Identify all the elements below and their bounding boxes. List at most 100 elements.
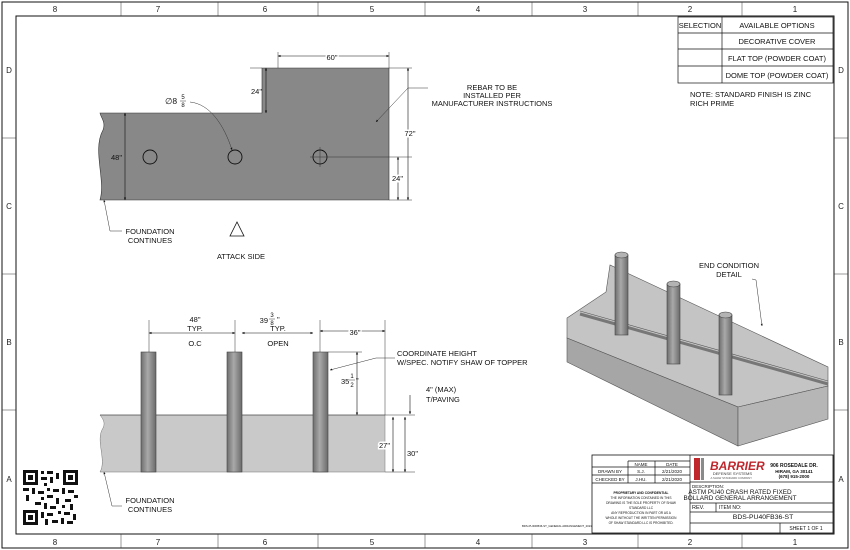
elev-dim-39-open: OPEN	[267, 339, 288, 348]
col-label-bottom-2: 2	[688, 538, 693, 547]
col-label-top-2: 2	[688, 5, 693, 14]
tb-description-label: DESCRIPTION:	[692, 484, 724, 489]
elev-dim-39-typ: TYP.	[270, 324, 286, 333]
elevation-post-1	[140, 351, 157, 473]
options-table: SELECTION AVAILABLE OPTIONS DECORATIVE C…	[677, 16, 834, 84]
iso-post-1	[614, 251, 629, 336]
attack-arrow-icon	[229, 221, 245, 237]
col-label-top-7: 7	[156, 5, 161, 14]
tb-col-name: NAME	[634, 462, 647, 467]
qr-code-icon	[22, 469, 79, 526]
tb-drawn-by-name: S.J.	[637, 469, 645, 474]
elev-dim-39: 39	[260, 316, 268, 325]
tb-confidential-3: DRAWING IS THE SOLE PROPERTY OF SHAW	[606, 501, 676, 505]
row-label-right-b: B	[838, 338, 843, 347]
tb-drawn-by-label: DRAWN BY	[598, 469, 622, 474]
iso-post-2	[666, 280, 681, 365]
tb-sheet: SHEET 1 OF 1	[789, 526, 822, 532]
tb-brand-tag: A SHAW STANDARD COMPANY	[711, 476, 753, 480]
row-label-left-d: D	[6, 66, 12, 75]
tb-address-2: HIRAM, GA 30141	[775, 469, 813, 474]
elev-dim-39-num: 3	[270, 313, 274, 319]
hole-dia-callout: ∅8	[165, 96, 177, 106]
plan-dim-60: 60"	[326, 53, 337, 62]
row-label-left-b: B	[6, 338, 11, 347]
plan-dim-48: 48"	[111, 153, 122, 162]
elev-dim-39-suffix: "	[277, 315, 280, 324]
elev-dim-35-num: 1	[350, 374, 354, 380]
end-condition-label-1: END CONDITION	[699, 261, 759, 270]
hole-dia-den: 8	[181, 103, 185, 109]
tb-checked-by-label: CHECKED BY	[595, 477, 624, 482]
options-header-selection: SELECTION	[679, 21, 722, 30]
height-note-line-2: W/SPEC. NOTIFY SHAW OF TOPPER	[397, 358, 528, 367]
iso-concrete-side	[737, 385, 829, 447]
col-label-bottom-4: 4	[476, 538, 481, 547]
col-label-bottom-1: 1	[793, 538, 798, 547]
plan-dim-72: 72"	[404, 129, 415, 138]
footer-small-print: BDS-PU40FB36-ST_GENERAL ARRANGEMENT_2021	[522, 524, 592, 528]
rebar-note-line-3: MANUFACTURER INSTRUCTIONS	[432, 99, 553, 108]
elev-dim-48: 48"	[189, 315, 200, 324]
col-label-bottom-3: 3	[583, 538, 588, 547]
elevation-view: 48" TYP. O.C 39 3 8 " TYP. OPEN 36" COOR…	[99, 313, 528, 514]
tb-checked-by-name: J.HU.	[635, 477, 646, 482]
finish-note-line-2: RICH PRIME	[690, 99, 734, 108]
elev-dim-35-suffix: "	[356, 376, 359, 385]
options-header-available: AVAILABLE OPTIONS	[739, 21, 814, 30]
iso-concrete-top	[566, 264, 829, 408]
height-note-line-1: COORDINATE HEIGHT	[397, 349, 477, 358]
option-flat-top: FLAT TOP (POWDER COAT)	[728, 54, 826, 63]
attack-side-label: ATTACK SIDE	[217, 252, 265, 261]
plan-hole-1	[142, 149, 158, 165]
finish-note-line-1: NOTE: STANDARD FINISH IS ZINC	[690, 90, 812, 99]
col-label-bottom-6: 6	[263, 538, 268, 547]
tb-item-no: BDS-PU40FB36-ST	[733, 514, 793, 521]
col-label-bottom-8: 8	[53, 538, 58, 547]
tb-col-date: DATE	[666, 462, 678, 467]
rebar-note-line-1: REBAR TO BE	[467, 83, 517, 92]
elev-dim-30: 30"	[407, 449, 418, 458]
tb-item-no-label: ITEM NO:	[719, 505, 741, 511]
col-label-top-3: 3	[583, 5, 588, 14]
row-label-left-a: A	[6, 475, 12, 484]
plan-dim-24-low: 24"	[392, 174, 403, 183]
plan-view: 60" 24" 72" 24" 48" ∅8 5 8 REBAR TO BE I…	[98, 52, 553, 261]
col-label-top-4: 4	[476, 5, 481, 14]
tb-drawn-by-date: 2/21/2020	[662, 469, 683, 474]
elevation-post-2	[226, 351, 243, 473]
elev-dim-39-den: 8	[270, 321, 274, 327]
elev-foundation-line-2: CONTINUES	[128, 505, 172, 514]
title-block: NAME DATE DRAWN BY S.J. 2/21/2020 CHECKE…	[591, 454, 834, 534]
elev-dim-27: 27"	[379, 441, 390, 450]
tb-confidential-7: OF SHAW STANDARD LLC IS PROHIBITED.	[609, 521, 674, 525]
barrier-logo-icon: BARRIER DEFENSE SYSTEMS A SHAW STANDARD …	[694, 458, 765, 480]
plan-hole-2	[227, 149, 243, 165]
tb-confidential-4: STANDARD LLC	[629, 506, 654, 510]
tb-confidential-6: WHOLE WITHOUT THE WRITTEN PERMISSION	[606, 516, 678, 520]
elev-dim-35-den: 2	[350, 383, 354, 389]
rebar-note-line-2: INSTALLED PER	[463, 91, 521, 100]
tb-brand-sub: DEFENSE SYSTEMS	[713, 471, 752, 476]
plan-foundation-section	[98, 67, 390, 201]
col-label-bottom-5: 5	[370, 538, 375, 547]
elevation-post-3	[312, 351, 329, 473]
col-label-top-1: 1	[793, 5, 798, 14]
tb-address-3: (678) 915-2000	[779, 474, 810, 479]
option-decorative-cover: DECORATIVE COVER	[739, 37, 817, 46]
max-paving-line-2: T/PAVING	[426, 395, 460, 404]
col-label-top-6: 6	[263, 5, 268, 14]
plan-foundation-line-2: CONTINUES	[128, 236, 172, 245]
elev-dim-36: 36"	[349, 328, 360, 337]
tb-confidential-2: THE INFORMATION CONTAINED IN THIS	[611, 496, 672, 500]
tb-rev-label: REV.	[692, 505, 705, 511]
elev-dim-35: 35	[341, 377, 349, 386]
col-label-bottom-7: 7	[156, 538, 161, 547]
tb-checked-by-date: 2/21/2020	[662, 477, 683, 482]
iso-view: END CONDITION DETAIL	[566, 251, 829, 447]
col-label-top-8: 8	[53, 5, 58, 14]
row-label-left-c: C	[6, 202, 12, 211]
tb-description-1: ASTM PU40 CRASH RATED FIXED	[688, 489, 792, 496]
